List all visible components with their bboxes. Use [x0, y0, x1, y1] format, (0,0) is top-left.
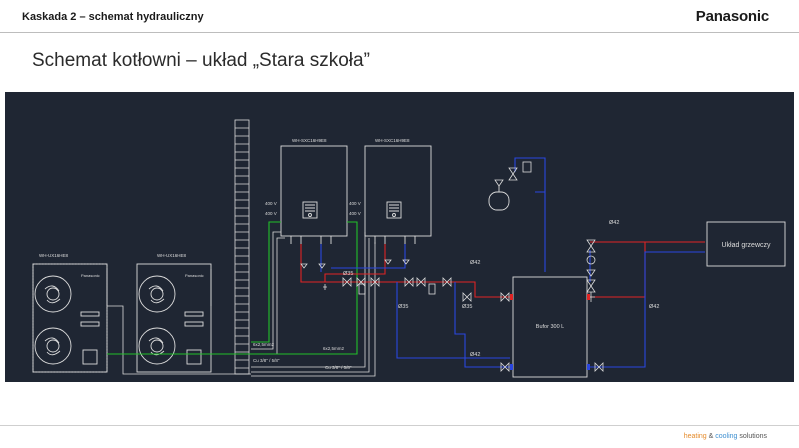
section-title: Kaskada 2 – schemat hydrauliczny: [22, 11, 204, 23]
cu-pipe-label-1: Cu 3/8" / 5/8": [253, 358, 280, 363]
slide-title: Schemat kotłowni – układ „Stara szkoła”: [32, 50, 370, 71]
chimney-column: [234, 119, 250, 375]
supply-lines: [300, 241, 705, 298]
indoor-unit-1: [280, 145, 348, 244]
tagline-cooling: cooling: [715, 433, 738, 440]
voltage-b: 400 V: [265, 211, 277, 216]
outdoor-unit-2-brand: Panasonic: [185, 273, 204, 278]
header-divider: [0, 32, 799, 33]
outdoor-unit-1-brand: Panasonic: [81, 273, 100, 278]
outdoor-unit-2: [136, 263, 212, 373]
tagline-heating: heating: [683, 433, 707, 440]
pipe-d35-label-a: Ø35: [343, 271, 353, 277]
expansion-vessel: [488, 186, 510, 211]
voltage-c: 400 V: [349, 201, 361, 206]
pipe-d35-label-b: Ø35: [398, 304, 408, 310]
buffer-tank: [510, 276, 590, 378]
cable-label-2: 6x2,5mm2: [323, 346, 345, 351]
pipe-d35-label-c: Ø35: [462, 304, 472, 310]
hydraulic-diagram: WH-UX16HE8 Panasonic WH-UX16HE8 Panasoni…: [5, 92, 794, 382]
pipe-d42-label-a: Ø42: [470, 260, 480, 266]
outdoor-unit-1-label: WH-UX16HE8: [39, 253, 69, 258]
tagline-and: &: [706, 433, 716, 440]
voltage-d: 400 V: [349, 211, 361, 216]
tagline-solutions: solutions: [737, 433, 767, 440]
buffer-label: Bufor 300 L: [536, 324, 564, 330]
heating-system-label: Układ grzewczy: [721, 242, 771, 249]
indoor-unit-2-label: WH-SXC16H9E8: [375, 138, 410, 143]
indoor-unit-1-label: WH-SXC16H9E8: [292, 138, 327, 143]
pipe-d42-label-c: Ø42: [609, 220, 619, 226]
manifold-fittings: [300, 161, 604, 372]
outdoor-unit-1: [32, 263, 108, 373]
signal-lines: [107, 221, 358, 355]
cable-label-1: 6x2,5mm2: [253, 342, 275, 347]
footer-tagline: heating & cooling solutions: [684, 433, 767, 440]
cu-pipe-label-2: Cu 3/8" / 5/8": [325, 365, 352, 370]
return-lines: [320, 157, 705, 368]
voltage-a: 400 V: [265, 201, 277, 206]
indoor-unit-2: [364, 145, 432, 244]
heating-system-box: [706, 221, 786, 267]
panasonic-logo: Panasonic: [695, 8, 769, 25]
refrigerant-lines: [107, 231, 376, 377]
pipe-d42-label-d: Ø42: [649, 304, 659, 310]
outdoor-unit-2-label: WH-UX16HE8: [157, 253, 187, 258]
pipe-d42-label-b: Ø42: [470, 352, 480, 358]
footer-divider: [0, 425, 799, 426]
